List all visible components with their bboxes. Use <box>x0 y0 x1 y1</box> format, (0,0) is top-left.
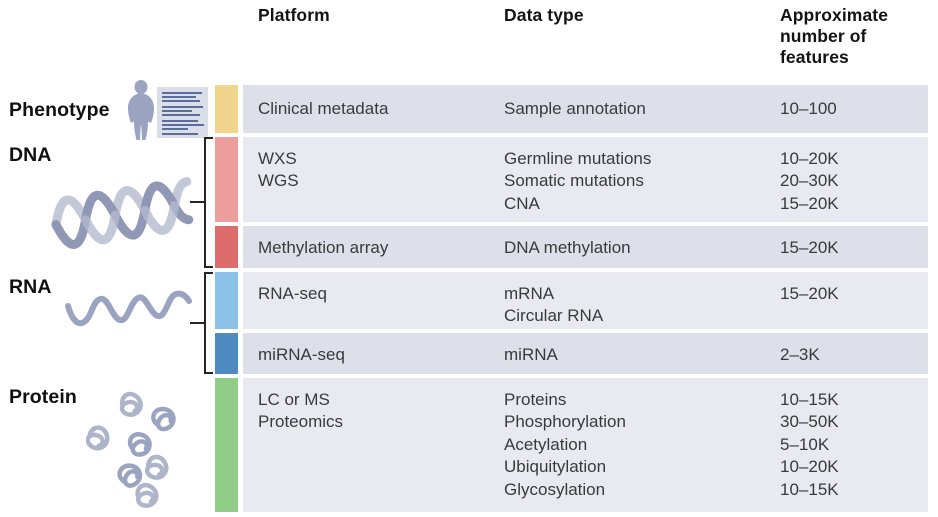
column-header-platform: Platform <box>258 5 330 25</box>
column-header-features: Approximate number of features <box>780 5 889 67</box>
rna-bracket-stem <box>190 322 205 324</box>
row-color-band <box>215 378 238 512</box>
data-type-cell: DNA methylation <box>504 238 631 257</box>
row-color-band <box>215 85 238 133</box>
platform-cell: Clinical metadata <box>258 99 389 118</box>
group-label-phenotype: Phenotype <box>9 99 110 121</box>
group-label-dna: DNA <box>9 144 52 166</box>
data-type-cell: miRNA <box>504 345 558 364</box>
features-cell: 2–3K <box>780 345 820 364</box>
features-cell: 15–20K <box>780 284 839 303</box>
data-type-cell: Sample annotation <box>504 99 646 118</box>
features-cell: 15–20K <box>780 238 839 257</box>
person-with-clinical-record-icon <box>128 80 208 140</box>
platform-cell: miRNA-seq <box>258 345 345 364</box>
rna-strand-icon <box>65 290 192 327</box>
platform-cell: RNA-seq <box>258 284 327 303</box>
dna-bracket-stem <box>190 201 205 203</box>
row-color-band <box>215 272 238 329</box>
group-label-protein: Protein <box>9 386 77 408</box>
row-color-band <box>215 226 238 268</box>
features-cell: 10–100 <box>780 99 837 118</box>
row-color-band <box>215 137 238 222</box>
platform-cell: Methylation array <box>258 238 389 257</box>
group-label-rna: RNA <box>9 276 52 298</box>
dna-double-helix-icon <box>51 177 194 249</box>
row-color-band <box>215 333 238 374</box>
column-header-data-type: Data type <box>504 5 584 25</box>
rna-bracket <box>204 272 213 374</box>
protein-molecules-icon <box>86 388 192 508</box>
dna-bracket <box>204 137 213 268</box>
